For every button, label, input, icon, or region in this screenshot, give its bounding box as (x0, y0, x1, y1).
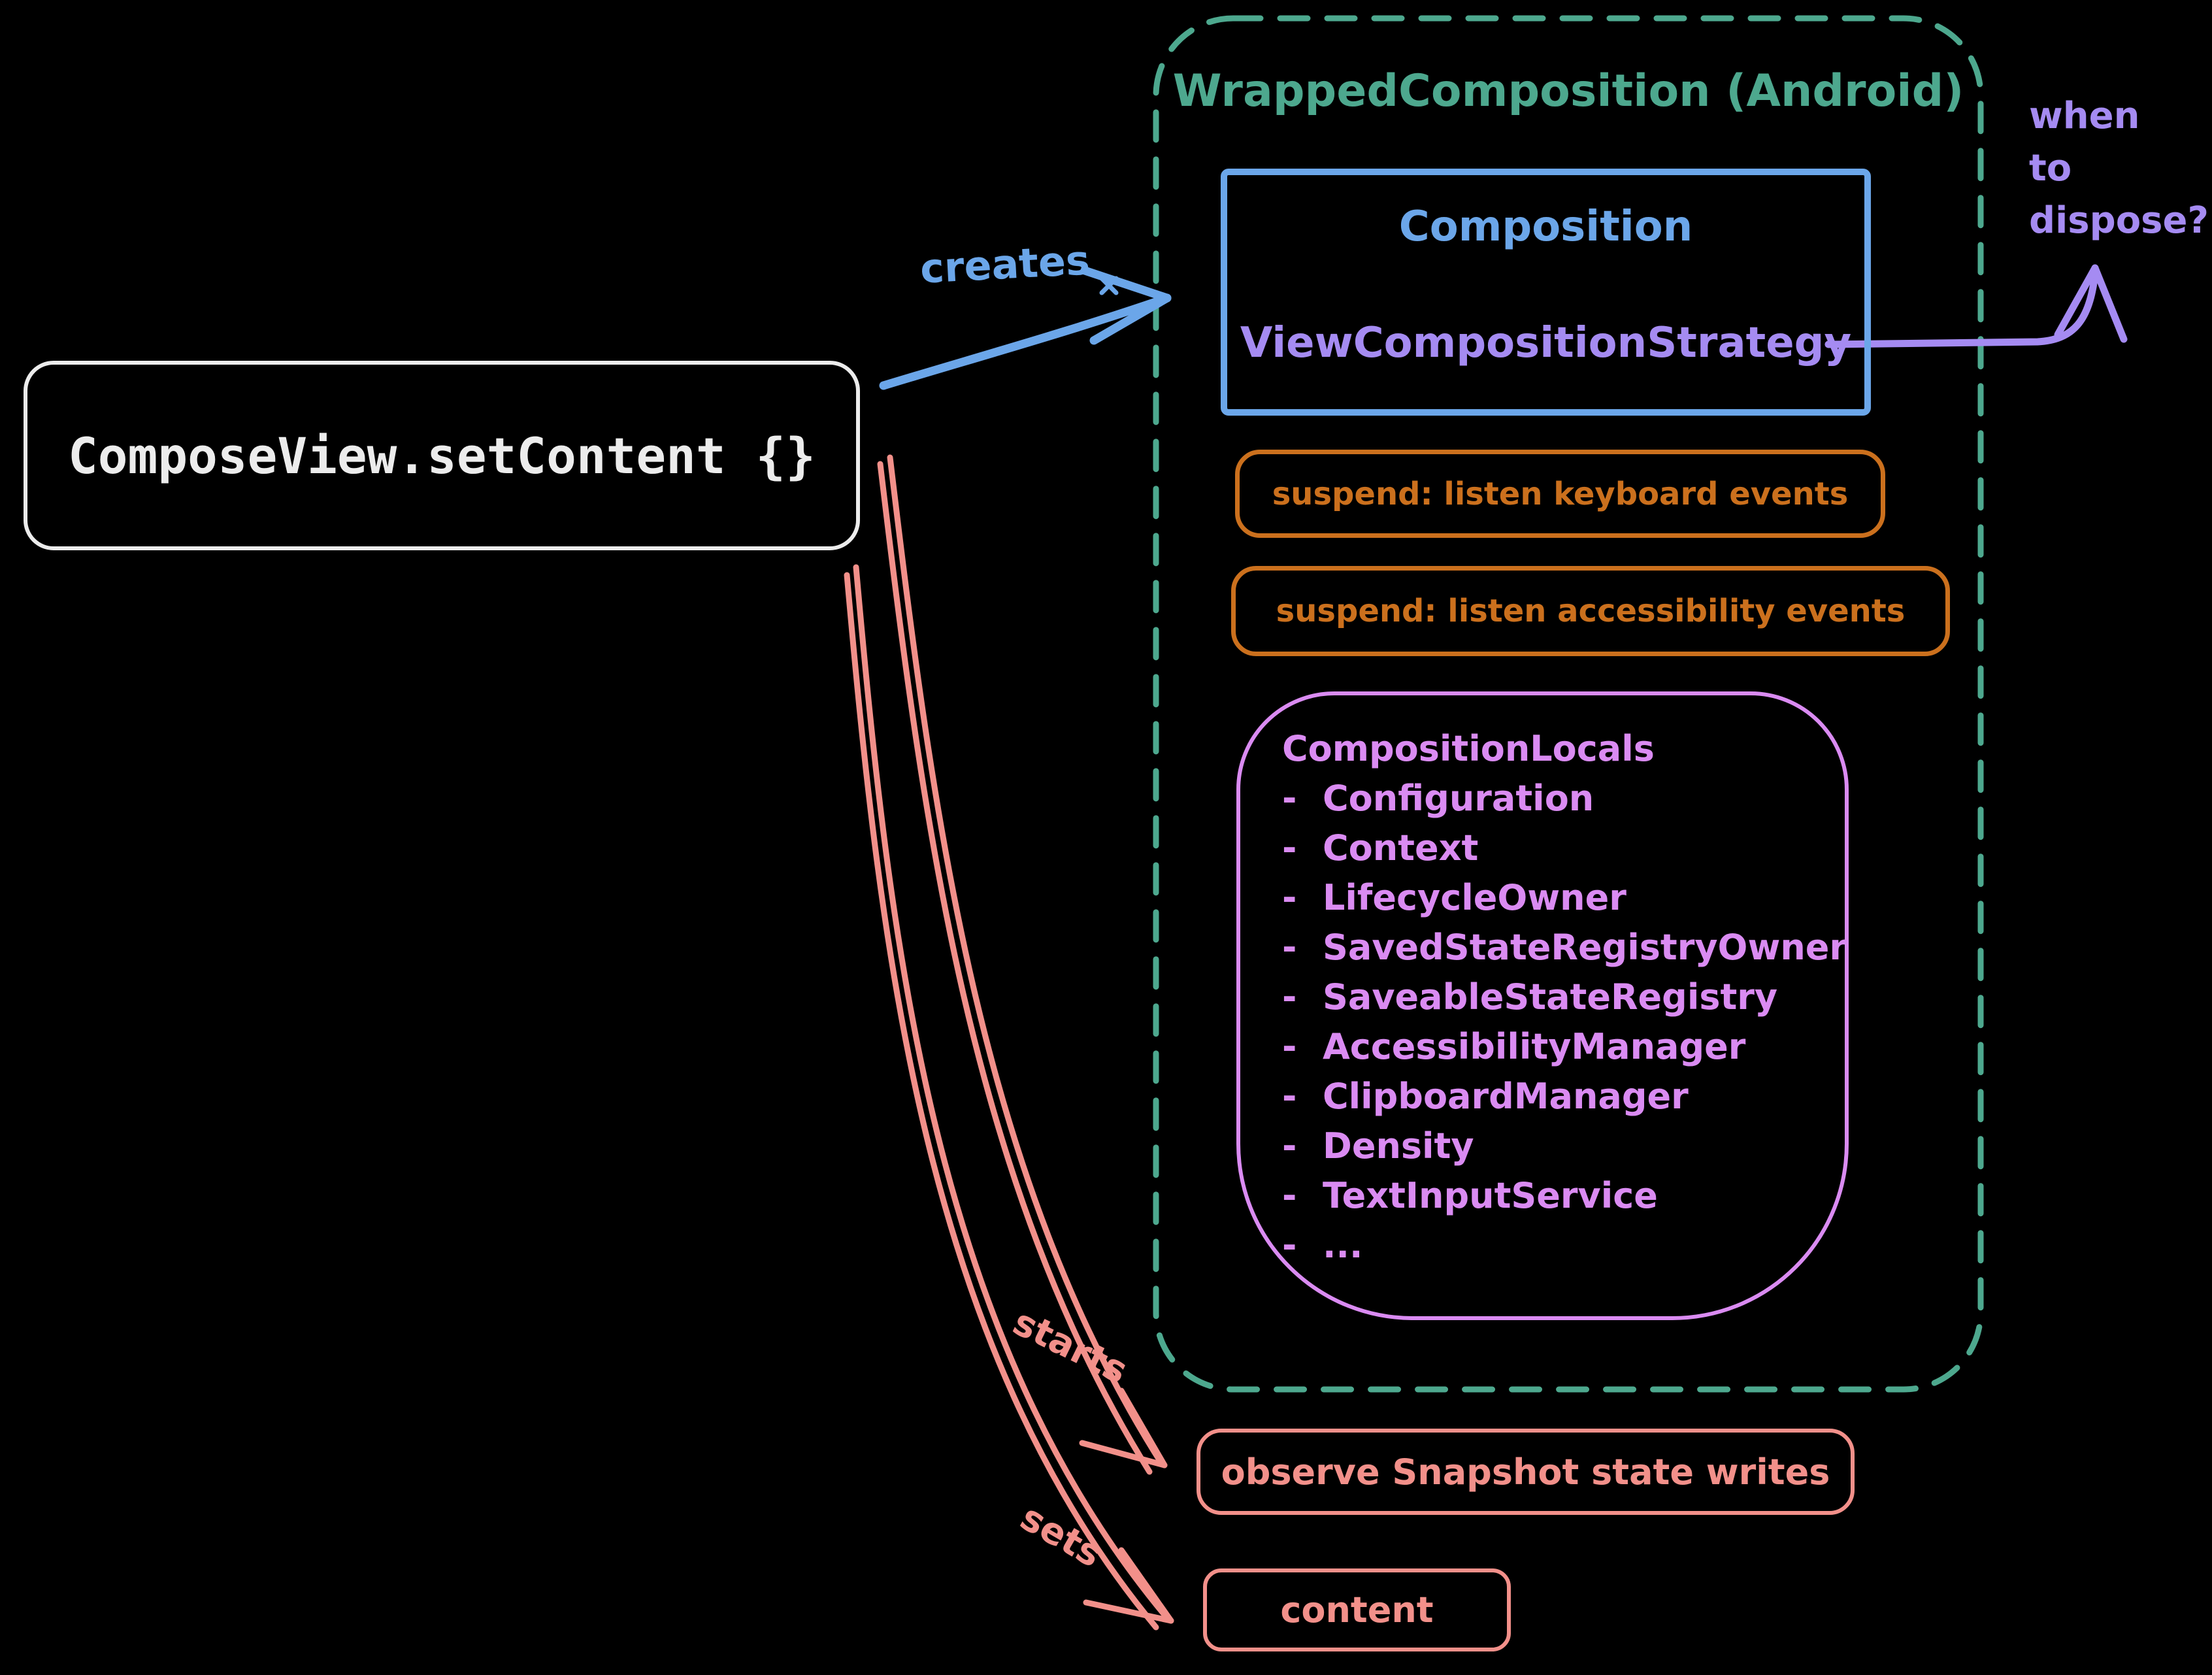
suspend-keyboard-label: suspend: listen keyboard events (1272, 475, 1849, 512)
locals-item-label: AccessibilityManager (1323, 1026, 1746, 1067)
sets-arrow (844, 564, 1174, 1631)
list-bullet: - (1282, 976, 1297, 1018)
locals-item-label: Configuration (1323, 778, 1594, 819)
list-bullet: - (1282, 827, 1297, 869)
content-label: content (1280, 1589, 1434, 1631)
locals-item-label: ... (1323, 1225, 1363, 1266)
locals-item-label: Density (1323, 1125, 1474, 1167)
locals-item: -... (1282, 1221, 1844, 1270)
suspend-keyboard-node: suspend: listen keyboard events (1235, 450, 1885, 538)
list-bullet: - (1282, 1125, 1297, 1167)
locals-item: -SavedStateRegistryOwner (1282, 923, 1847, 972)
locals-item-label: ClipboardManager (1323, 1076, 1689, 1117)
composeview-setcontent-node: ComposeView.setContent {} (24, 361, 860, 550)
suspend-accessibility-label: suspend: listen accessibility events (1276, 593, 1906, 629)
locals-item: -ClipboardManager (1282, 1072, 1844, 1121)
locals-item-label: LifecycleOwner (1323, 877, 1626, 918)
list-bullet: - (1282, 778, 1297, 819)
composition-node (1221, 169, 1871, 416)
wrapped-composition-border (1153, 15, 1984, 1393)
view-composition-strategy-label: ViewCompositionStrategy (1240, 319, 1852, 367)
composition-locals-list: CompositionLocals -Configuration -Contex… (1282, 724, 1847, 1270)
locals-item: -SaveableStateRegistry (1282, 972, 1844, 1022)
list-bullet: - (1282, 1026, 1297, 1067)
locals-item: -Context (1282, 823, 1844, 873)
locals-item-label: Context (1323, 827, 1479, 869)
list-bullet: - (1282, 877, 1297, 918)
locals-item: -Configuration (1282, 774, 1844, 823)
locals-item-label: TextInputService (1323, 1175, 1658, 1216)
when-to-dispose-line: when (2029, 95, 2140, 137)
dispose-arrow (1824, 264, 2128, 348)
creates-edge-label: creates (919, 236, 1091, 293)
wrapped-composition-title: WrappedComposition (Android) (1172, 65, 1964, 117)
composition-locals-node (1236, 691, 1849, 1320)
when-to-dispose-line: dispose? (2029, 199, 2209, 242)
locals-item: -TextInputService (1282, 1171, 1844, 1221)
locals-item: -Density (1282, 1121, 1844, 1171)
composition-locals-title: CompositionLocals (1282, 728, 1655, 769)
locals-item-label: SavedStateRegistryOwner (1323, 927, 1847, 968)
when-to-dispose-label: when to dispose? (2029, 90, 2209, 247)
list-bullet: - (1282, 1225, 1297, 1266)
locals-item-label: SaveableStateRegistry (1323, 976, 1778, 1018)
locals-item: -LifecycleOwner (1282, 873, 1844, 923)
observe-snapshot-node: observe Snapshot state writes (1197, 1429, 1855, 1515)
composeview-setcontent-label: ComposeView.setContent {} (68, 426, 816, 485)
suspend-accessibility-node: suspend: listen accessibility events (1231, 566, 1950, 656)
when-to-dispose-line: to (2029, 147, 2072, 190)
list-bullet: - (1282, 1076, 1297, 1117)
composition-title: Composition (1398, 203, 1693, 251)
list-bullet: - (1282, 927, 1297, 968)
observe-snapshot-label: observe Snapshot state writes (1221, 1451, 1830, 1493)
locals-item: -AccessibilityManager (1282, 1022, 1844, 1072)
creates-arrow (879, 266, 1172, 390)
list-bullet: - (1282, 1175, 1297, 1216)
starts-arrow (877, 454, 1168, 1475)
content-node: content (1203, 1568, 1511, 1651)
